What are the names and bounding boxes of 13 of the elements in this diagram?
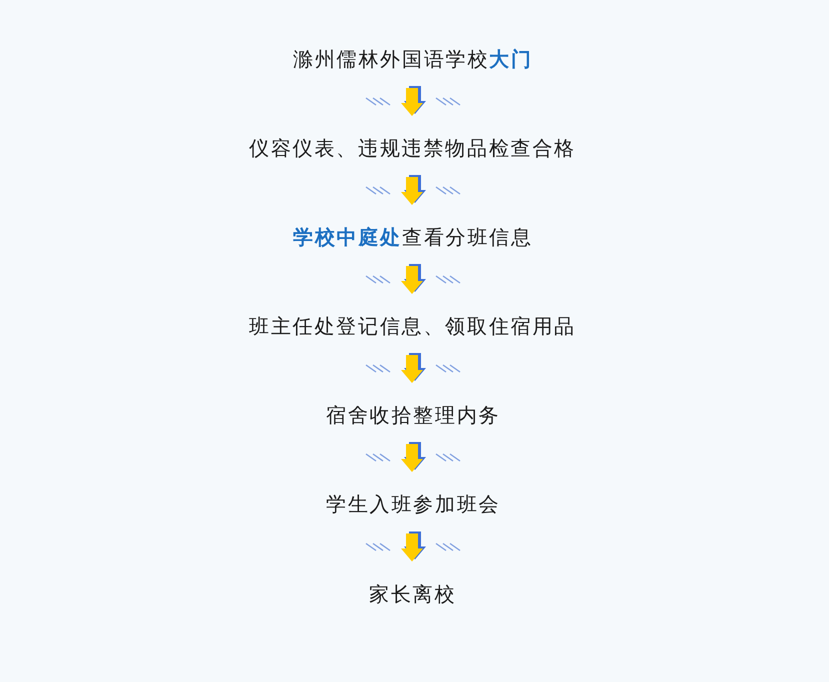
arrow: [401, 88, 423, 116]
step-text: 滁州儒林外国语学校大门: [293, 48, 533, 71]
arrow: [401, 355, 423, 383]
step-text: 班主任处登记信息、领取住宿用品: [249, 315, 576, 338]
arrow: [401, 266, 423, 294]
step-text: 家长离校: [369, 583, 456, 606]
step-text: 宿舍收拾整理内务: [326, 404, 500, 427]
step-text: 学校中庭处查看分班信息: [293, 226, 533, 249]
arrow: [401, 534, 423, 562]
step-text: 仪容仪表、违规违禁物品检查合格: [249, 137, 576, 160]
arrow: [401, 444, 423, 472]
step-text: 学生入班参加班会: [326, 493, 500, 516]
arrow: [401, 177, 423, 205]
